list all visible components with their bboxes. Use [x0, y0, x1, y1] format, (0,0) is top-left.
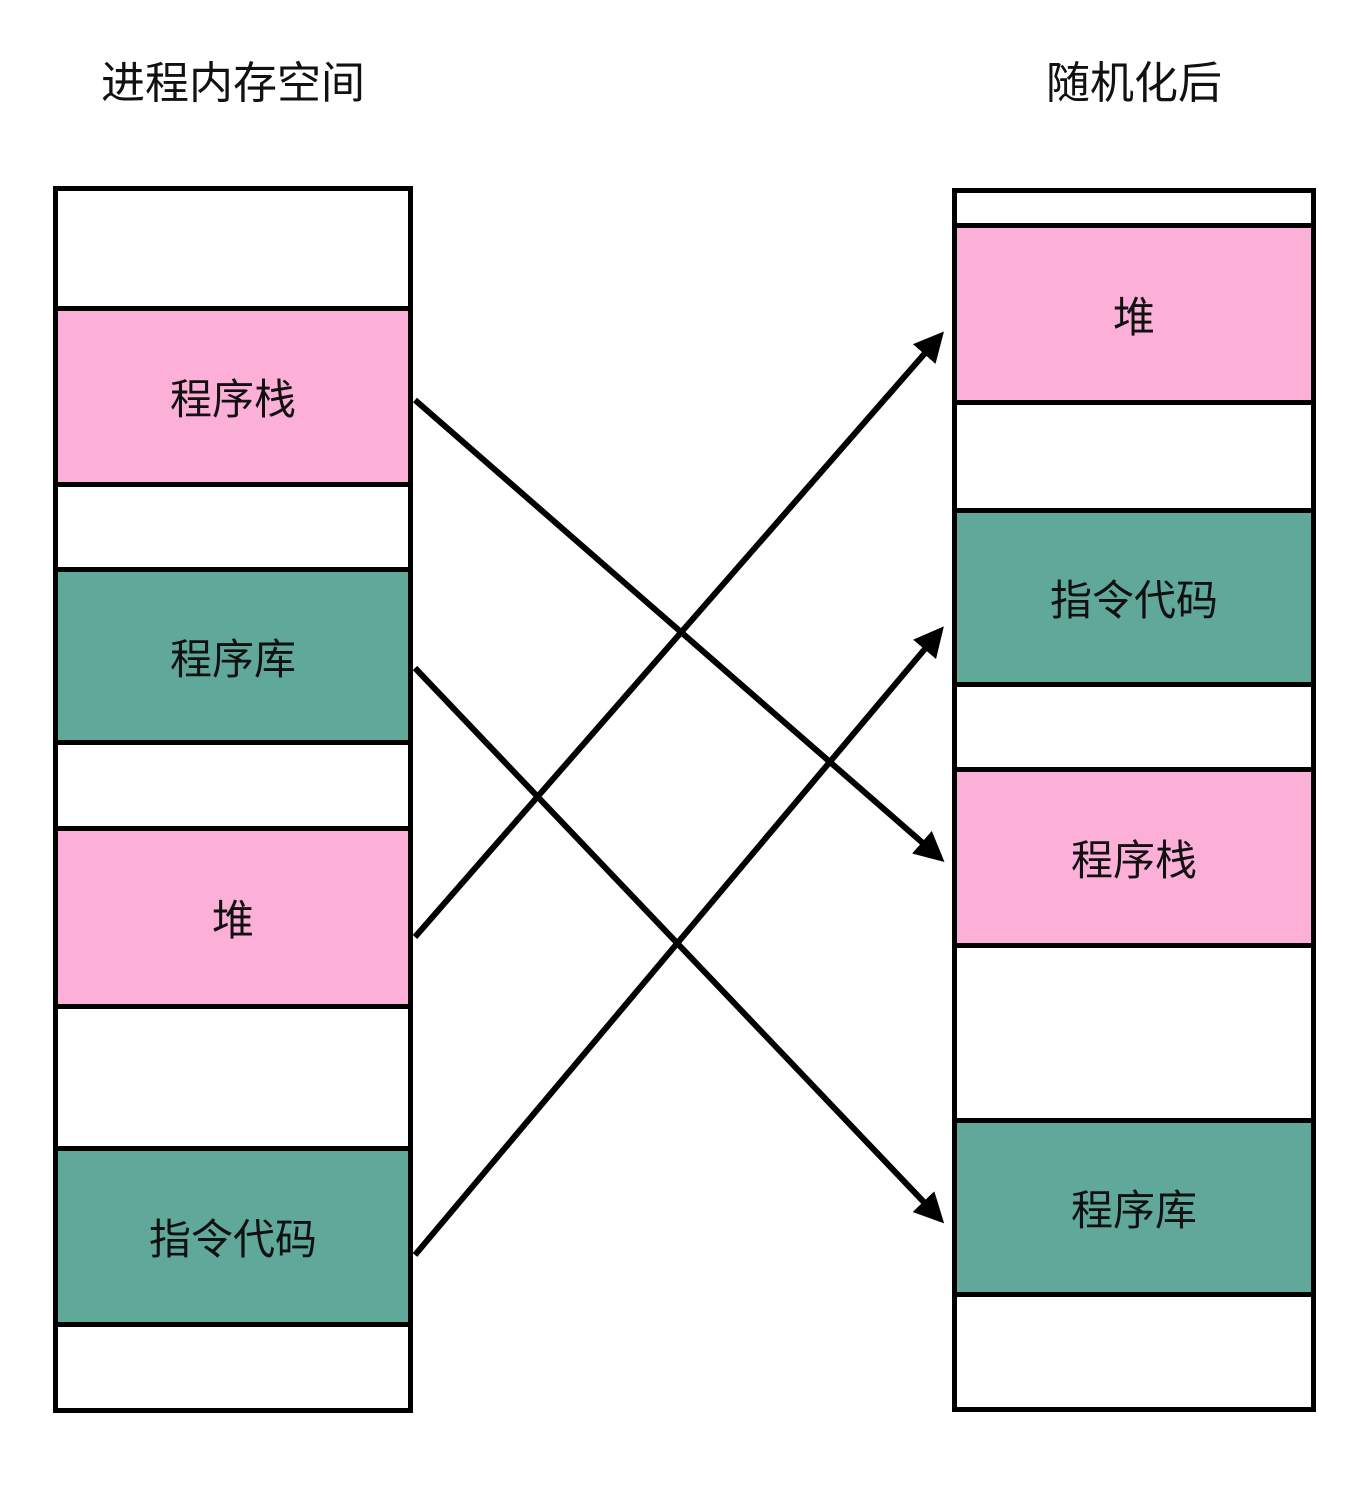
right-segment-blank-1 [957, 193, 1311, 223]
right-segment-stack: 程序栈 [957, 767, 1311, 943]
segment-label: 程序栈 [1070, 837, 1197, 884]
segment-label: 堆 [1112, 293, 1155, 341]
randomized-memory-column: 堆 指令代码 程序栈 程序库 [952, 188, 1316, 1412]
right-column-title: 随机化后 [1046, 59, 1222, 108]
arrow-heap [412, 331, 944, 939]
left-column-title: 进程内存空间 [101, 59, 365, 108]
segment-label: 堆 [211, 897, 254, 944]
left-segment-stack: 程序栈 [58, 306, 408, 482]
left-segment-blank-4 [58, 1004, 408, 1146]
segment-label: 指令代码 [1049, 577, 1218, 624]
right-segment-blank-5 [957, 1292, 1311, 1407]
left-segment-library: 程序库 [58, 567, 408, 740]
right-segment-blank-3 [957, 682, 1311, 767]
segment-label: 指令代码 [148, 1216, 317, 1263]
arrow-code [412, 626, 944, 1257]
right-segment-heap: 堆 [957, 223, 1311, 400]
right-segment-blank-4 [957, 943, 1311, 1118]
arrow-library [412, 665, 945, 1224]
left-segment-blank-5 [58, 1322, 408, 1408]
process-memory-column: 程序栈 程序库 堆 指令代码 [53, 186, 413, 1413]
right-segment-library: 程序库 [957, 1118, 1311, 1292]
segment-label: 程序库 [1070, 1187, 1197, 1234]
segment-label: 程序栈 [169, 376, 296, 423]
right-segment-code: 指令代码 [957, 508, 1311, 682]
left-segment-code: 指令代码 [58, 1146, 408, 1322]
left-segment-blank-3 [58, 740, 408, 826]
right-segment-blank-2 [957, 400, 1311, 508]
left-segment-blank-1 [58, 191, 408, 306]
left-segment-heap: 堆 [58, 826, 408, 1004]
segment-label: 程序库 [169, 635, 296, 683]
left-segment-blank-2 [58, 482, 408, 567]
arrow-stack [413, 397, 945, 862]
